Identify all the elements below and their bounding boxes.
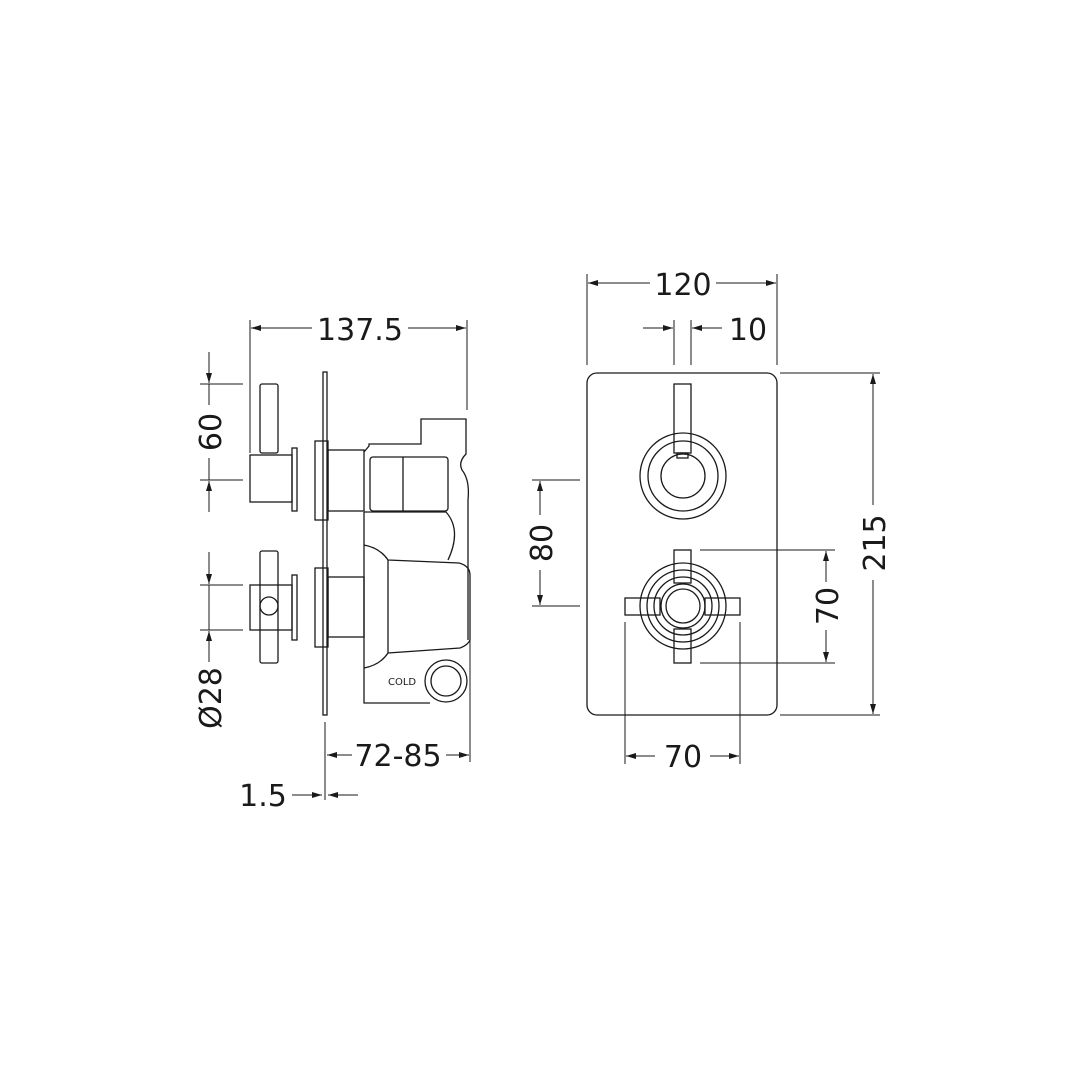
dim-cross-width: 70 [664,740,702,775]
valve-body-upper [363,418,470,640]
thermostat-cartridge [363,544,471,669]
dim-handle-diameter: Ø28 [194,667,229,729]
dim-plate-thickness: 1.5 [239,779,287,814]
side-view: COLD 137.5 60 Ø28 72-85 1.5 [194,313,471,814]
dim-lever-width: 10 [729,313,767,348]
dim-plate-height: 215 [858,514,893,571]
cold-inlet [424,659,468,703]
upper-flange [314,440,329,521]
lower-spindle [249,584,293,631]
cold-label: COLD [388,677,416,688]
lever-hub [660,453,706,499]
upper-spindle [249,454,293,503]
lower-flange-small [291,574,298,641]
lower-sleeve [327,576,365,638]
dim-projection: 72-85 [354,739,441,774]
dim-plate-width: 120 [654,268,711,303]
cross-rosette [639,562,727,650]
upper-flange-small [291,447,298,512]
lever-handle [259,383,279,454]
cross-handle [259,550,279,664]
cross-arm-bottom [673,628,692,664]
dim-cross-height: 70 [811,587,846,625]
diverter-block [369,456,449,512]
upper-sleeve [327,449,365,512]
lever-rosette [639,432,727,520]
cross-arm-top [673,549,692,584]
lever-arm [673,383,692,454]
front-view: 120 10 215 80 70 70 [525,268,893,775]
cross-arm-left [624,597,661,616]
dim-centre-distance: 80 [525,524,560,562]
face-plate [586,372,778,716]
cross-hub [665,588,701,624]
wall-plate [322,371,328,716]
valve-body-lower [363,512,430,704]
lower-flange [314,567,329,648]
cross-hub [259,596,279,616]
cross-arm-right [704,597,741,616]
dim-depth: 137.5 [317,313,403,348]
dim-lever-height: 60 [194,413,229,451]
